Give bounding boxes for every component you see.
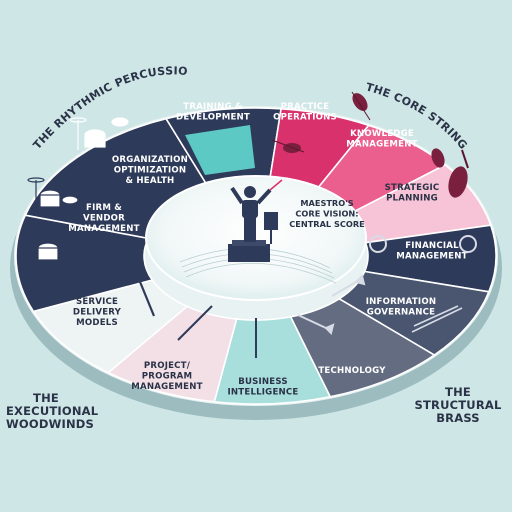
violin-icon — [351, 91, 371, 121]
clarinet-icon — [134, 271, 156, 317]
french-horn-icon — [369, 235, 477, 253]
conductor-icon — [228, 179, 283, 262]
group-label-structural-brass: THE STRUCTURAL BRASS — [414, 385, 502, 425]
trumpet-icon — [297, 314, 335, 335]
drum-kit-icon — [69, 117, 129, 150]
trombone-icon — [411, 305, 463, 333]
cello-icon — [448, 149, 469, 198]
group-label-executional-woodwinds: THE EXECUTIONAL WOODWINDS — [6, 391, 99, 431]
drum-kit-icon — [23, 229, 59, 268]
violin-icon — [431, 148, 445, 168]
drum-kit-icon — [27, 177, 79, 212]
violin-icon — [271, 139, 305, 153]
flute-icon — [177, 305, 213, 341]
segment-label-technology: TECHNOLOGY — [318, 366, 386, 376]
segment-label-training: TRAINING &DEVELOPMENT — [176, 102, 250, 123]
trumpet-icon — [331, 274, 366, 297]
teal-accent — [185, 125, 255, 175]
